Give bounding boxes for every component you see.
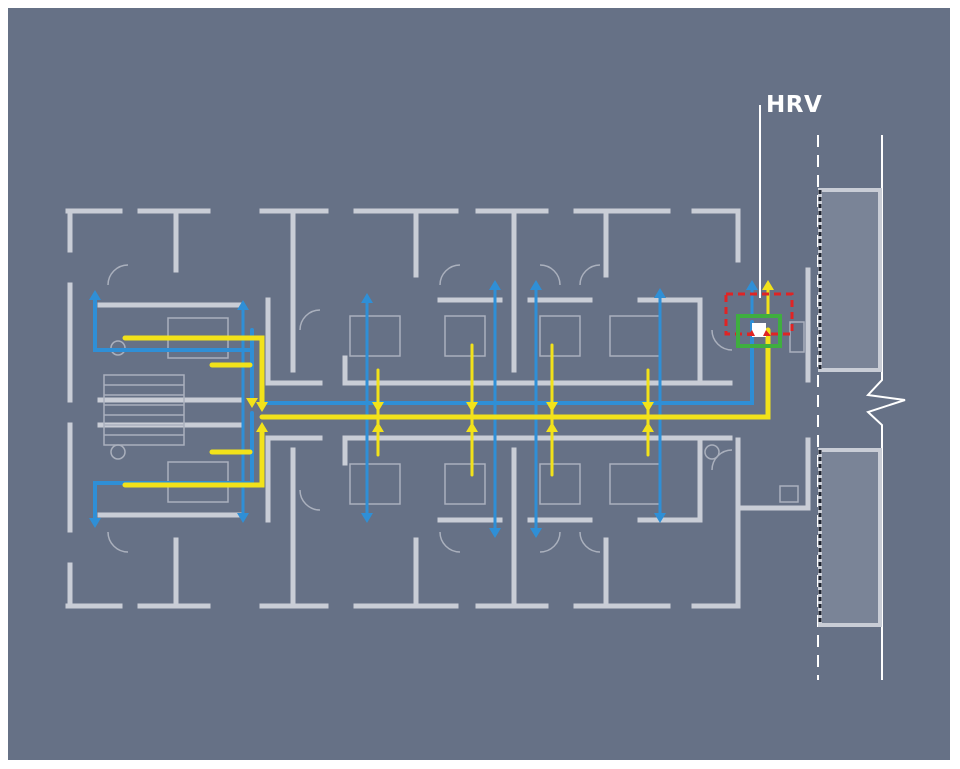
building-walls — [65, 208, 811, 609]
exhaust-duct-lines — [122, 327, 771, 488]
duct-arrow-icon — [89, 280, 758, 538]
hrv-unit-icon — [724, 292, 794, 348]
neighbor-building — [818, 188, 882, 627]
supply-duct-lines — [93, 288, 754, 532]
hrv-label: HRV — [766, 92, 823, 118]
exhaust-arrow-heads — [246, 280, 774, 432]
